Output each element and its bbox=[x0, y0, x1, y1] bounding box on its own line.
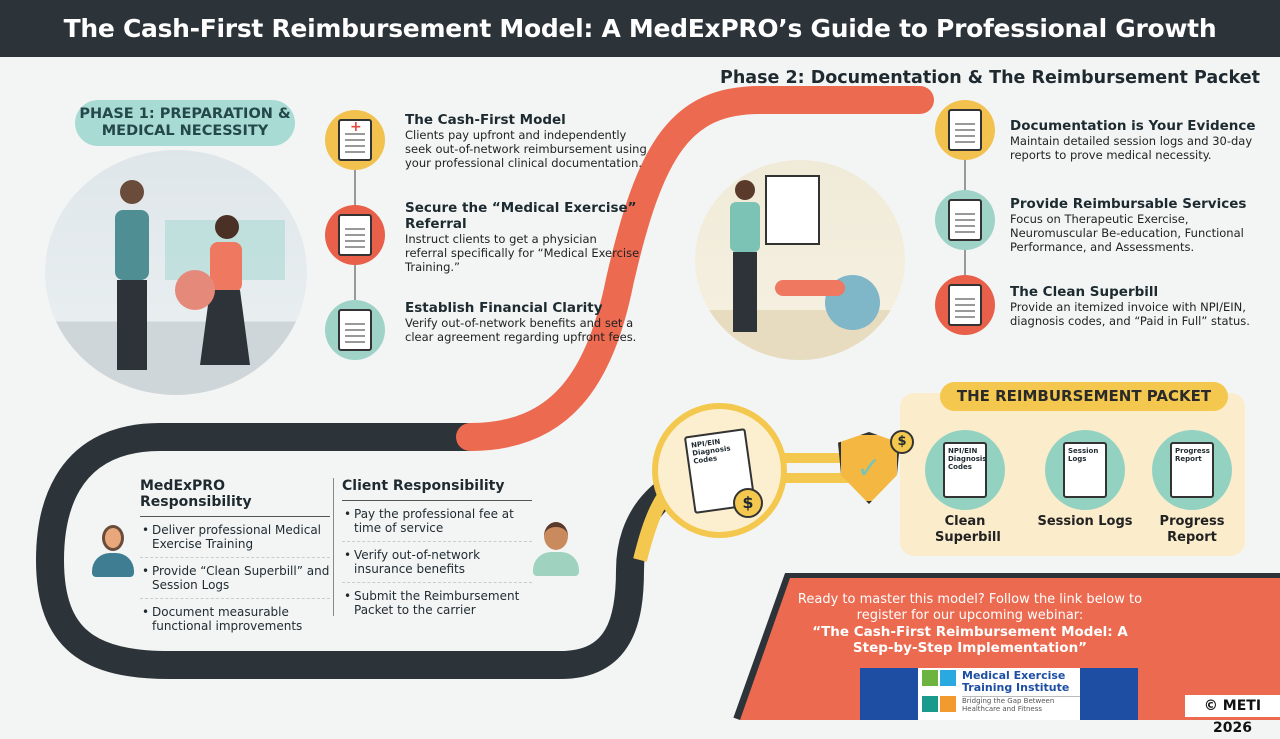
meti-logo[interactable]: Medical Exercise Training Institute Brid… bbox=[860, 668, 1138, 720]
phase1-step-2: Secure the “Medical Exercise” Referral I… bbox=[405, 200, 640, 274]
list-item: Document measurable functional improveme… bbox=[140, 599, 330, 639]
packet-item-label: Clean Superbill bbox=[935, 514, 1001, 545]
logo-tagline: Bridging the Gap Between Healthcare and … bbox=[962, 696, 1080, 713]
phase1-illustration bbox=[45, 150, 307, 395]
document-icon: Session Logs bbox=[1063, 442, 1107, 498]
document-icon: Progress Report bbox=[1170, 442, 1214, 498]
document-icon: NPI/EIN Diagnosis Codes bbox=[943, 442, 987, 498]
packet-item-label: Session Logs bbox=[1037, 514, 1133, 529]
logo-name-line2: Training Institute bbox=[962, 681, 1070, 694]
step-desc: Focus on Therapeutic Exercise, Neuromusc… bbox=[1010, 212, 1244, 254]
webinar-title[interactable]: “The Cash-First Reimbursement Model: A S… bbox=[812, 624, 1128, 656]
copyright: © METI 2026 bbox=[1185, 695, 1280, 736]
step-title: Provide Reimbursable Services bbox=[1010, 196, 1247, 212]
step-title: Secure the “Medical Exercise” Referral bbox=[405, 200, 637, 232]
superbill-paid-icon bbox=[935, 275, 995, 335]
client-avatar bbox=[533, 522, 579, 576]
phase2-step-2: Provide Reimbursable Services Focus on T… bbox=[1010, 196, 1275, 254]
dollar-coin-icon: $ bbox=[733, 488, 763, 518]
step-desc: Maintain detailed session logs and 30-da… bbox=[1010, 134, 1253, 162]
packet-item-label: Progress Report bbox=[1159, 514, 1225, 545]
dark-path bbox=[35, 423, 734, 679]
phase2-step-3: The Clean Superbill Provide an itemized … bbox=[1010, 284, 1270, 328]
step-title: The Cash-First Model bbox=[405, 112, 566, 128]
document-magnifier-icon bbox=[935, 190, 995, 250]
list-item: Submit the Reimbursement Packet to the c… bbox=[342, 583, 532, 623]
packet-item-clean-superbill: NPI/EIN Diagnosis Codes bbox=[925, 430, 1005, 510]
notebook-clock-dumbbell-icon bbox=[935, 100, 995, 160]
list-item: Verify out-of-network insurance benefits bbox=[342, 542, 532, 583]
step-desc: Clients pay upfront and independently se… bbox=[405, 128, 647, 170]
cta-text: Ready to master this model? Follow the l… bbox=[790, 592, 1150, 656]
medexpro-column: MedExPRO Responsibility Deliver professi… bbox=[140, 478, 330, 639]
logo-tiles-icon bbox=[922, 670, 956, 720]
step-title: The Clean Superbill bbox=[1010, 284, 1159, 300]
packet-item-progress-report: Progress Report bbox=[1152, 430, 1232, 510]
column-header: MedExPRO Responsibility bbox=[140, 478, 330, 517]
phase1-step-3: Establish Financial Clarity Verify out-o… bbox=[405, 300, 640, 344]
referral-stamp-icon bbox=[325, 205, 385, 265]
page-title: The Cash-First Reimbursement Model: A Me… bbox=[0, 0, 1280, 57]
list-item: Deliver professional Medical Exercise Tr… bbox=[140, 517, 330, 558]
packet-item-session-logs: Session Logs bbox=[1045, 430, 1125, 510]
superbill-stack-circle: NPI/EIN Diagnosis Codes $ bbox=[652, 403, 787, 538]
step-desc: Verify out-of-network benefits and set a… bbox=[405, 316, 637, 344]
phase2-step-1: Documentation is Your Evidence Maintain … bbox=[1010, 118, 1270, 162]
phase1-step-1: The Cash-First Model Clients pay upfront… bbox=[405, 112, 650, 170]
step-desc: Provide an itemized invoice with NPI/EIN… bbox=[1010, 300, 1250, 328]
logo-name-line1: Medical Exercise bbox=[962, 669, 1066, 682]
column-header: Client Responsibility bbox=[342, 478, 532, 501]
phase2-illustration bbox=[695, 160, 905, 360]
medexpro-avatar bbox=[92, 525, 134, 577]
client-column: Client Responsibility Pay the profession… bbox=[342, 478, 532, 623]
responsibility-table: MedExPRO Responsibility Deliver professi… bbox=[135, 478, 532, 633]
step-title: Establish Financial Clarity bbox=[405, 300, 603, 316]
step-desc: Instruct clients to get a physician refe… bbox=[405, 232, 640, 274]
phase1-label: PHASE 1: PREPARATION & MEDICAL NECESSITY bbox=[75, 100, 295, 146]
list-item: Pay the professional fee at time of serv… bbox=[342, 501, 532, 542]
packet-title: THE REIMBURSEMENT PACKET bbox=[940, 382, 1228, 411]
phase2-heading: Phase 2: Documentation & The Reimburseme… bbox=[720, 68, 1260, 88]
dollar-coin-icon: $ bbox=[890, 430, 914, 454]
cta-message: Ready to master this model? Follow the l… bbox=[797, 592, 1143, 623]
list-item: Provide “Clean Superbill” and Session Lo… bbox=[140, 558, 330, 599]
handshake-calculator-icon bbox=[325, 300, 385, 360]
step-title: Documentation is Your Evidence bbox=[1010, 118, 1256, 134]
orange-path bbox=[456, 86, 934, 451]
clipboard-medical-icon: + bbox=[325, 110, 385, 170]
